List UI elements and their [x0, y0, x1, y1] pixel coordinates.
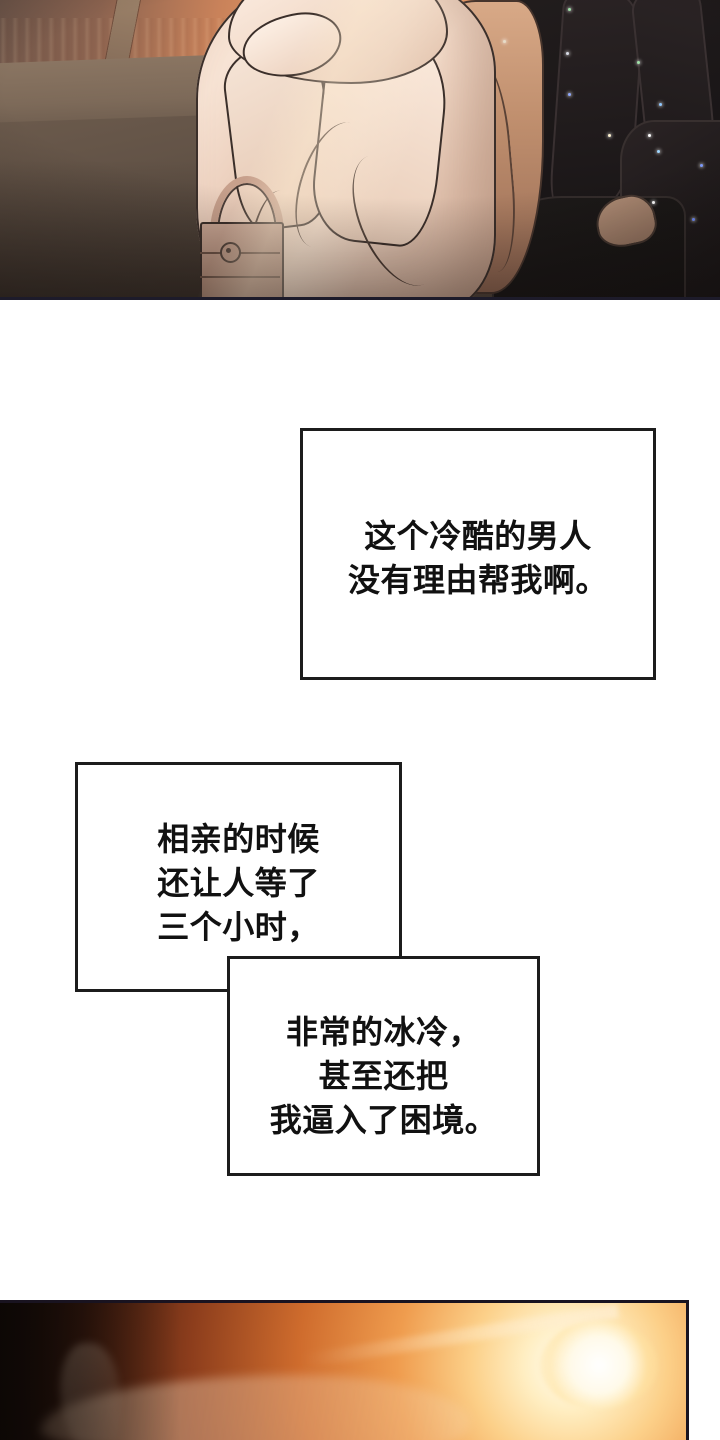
- sparkle: [648, 134, 651, 137]
- sparkle: [657, 150, 660, 153]
- speech-bubble-1: 这个冷酷的男人 没有理由帮我啊。: [300, 428, 656, 680]
- handbag-handle: [210, 176, 284, 248]
- handbag-clasp: [220, 242, 241, 263]
- sparkle: [692, 218, 695, 221]
- light-core: [540, 1321, 658, 1409]
- speech-bubble-2-text: 相亲的时候 还让人等了 三个小时，: [157, 820, 320, 946]
- sparkle: [566, 52, 569, 55]
- sparkle: [659, 103, 662, 106]
- speech-bubble-3-text: 非常的冰冷， 甚至还把 我逼入了困境。: [269, 1013, 498, 1139]
- panel-bottom-edge: [0, 297, 720, 300]
- speech-bubble-1-text: 这个冷酷的男人 没有理由帮我啊。: [347, 517, 608, 598]
- sparkle: [700, 164, 703, 167]
- sparkle: [503, 40, 506, 43]
- sparkle: [568, 93, 571, 96]
- handbag-body: [200, 222, 284, 300]
- comic-panel-car-interior: [0, 0, 720, 300]
- handbag-clasp-dot: [226, 248, 231, 253]
- handbag-stripe: [200, 276, 280, 278]
- speech-bubble-3: 非常的冰冷， 甚至还把 我逼入了困境。: [227, 956, 540, 1176]
- sparkle: [568, 8, 571, 11]
- sparkle: [608, 134, 611, 137]
- sparkle: [652, 201, 655, 204]
- speech-bubble-2: 相亲的时候 还让人等了 三个小时，: [75, 762, 402, 992]
- comic-panel-warm-glow: [0, 1300, 689, 1440]
- left-shadow-gradient: [0, 1303, 180, 1440]
- panel-artwork-top: [0, 0, 720, 300]
- sparkle: [637, 61, 640, 64]
